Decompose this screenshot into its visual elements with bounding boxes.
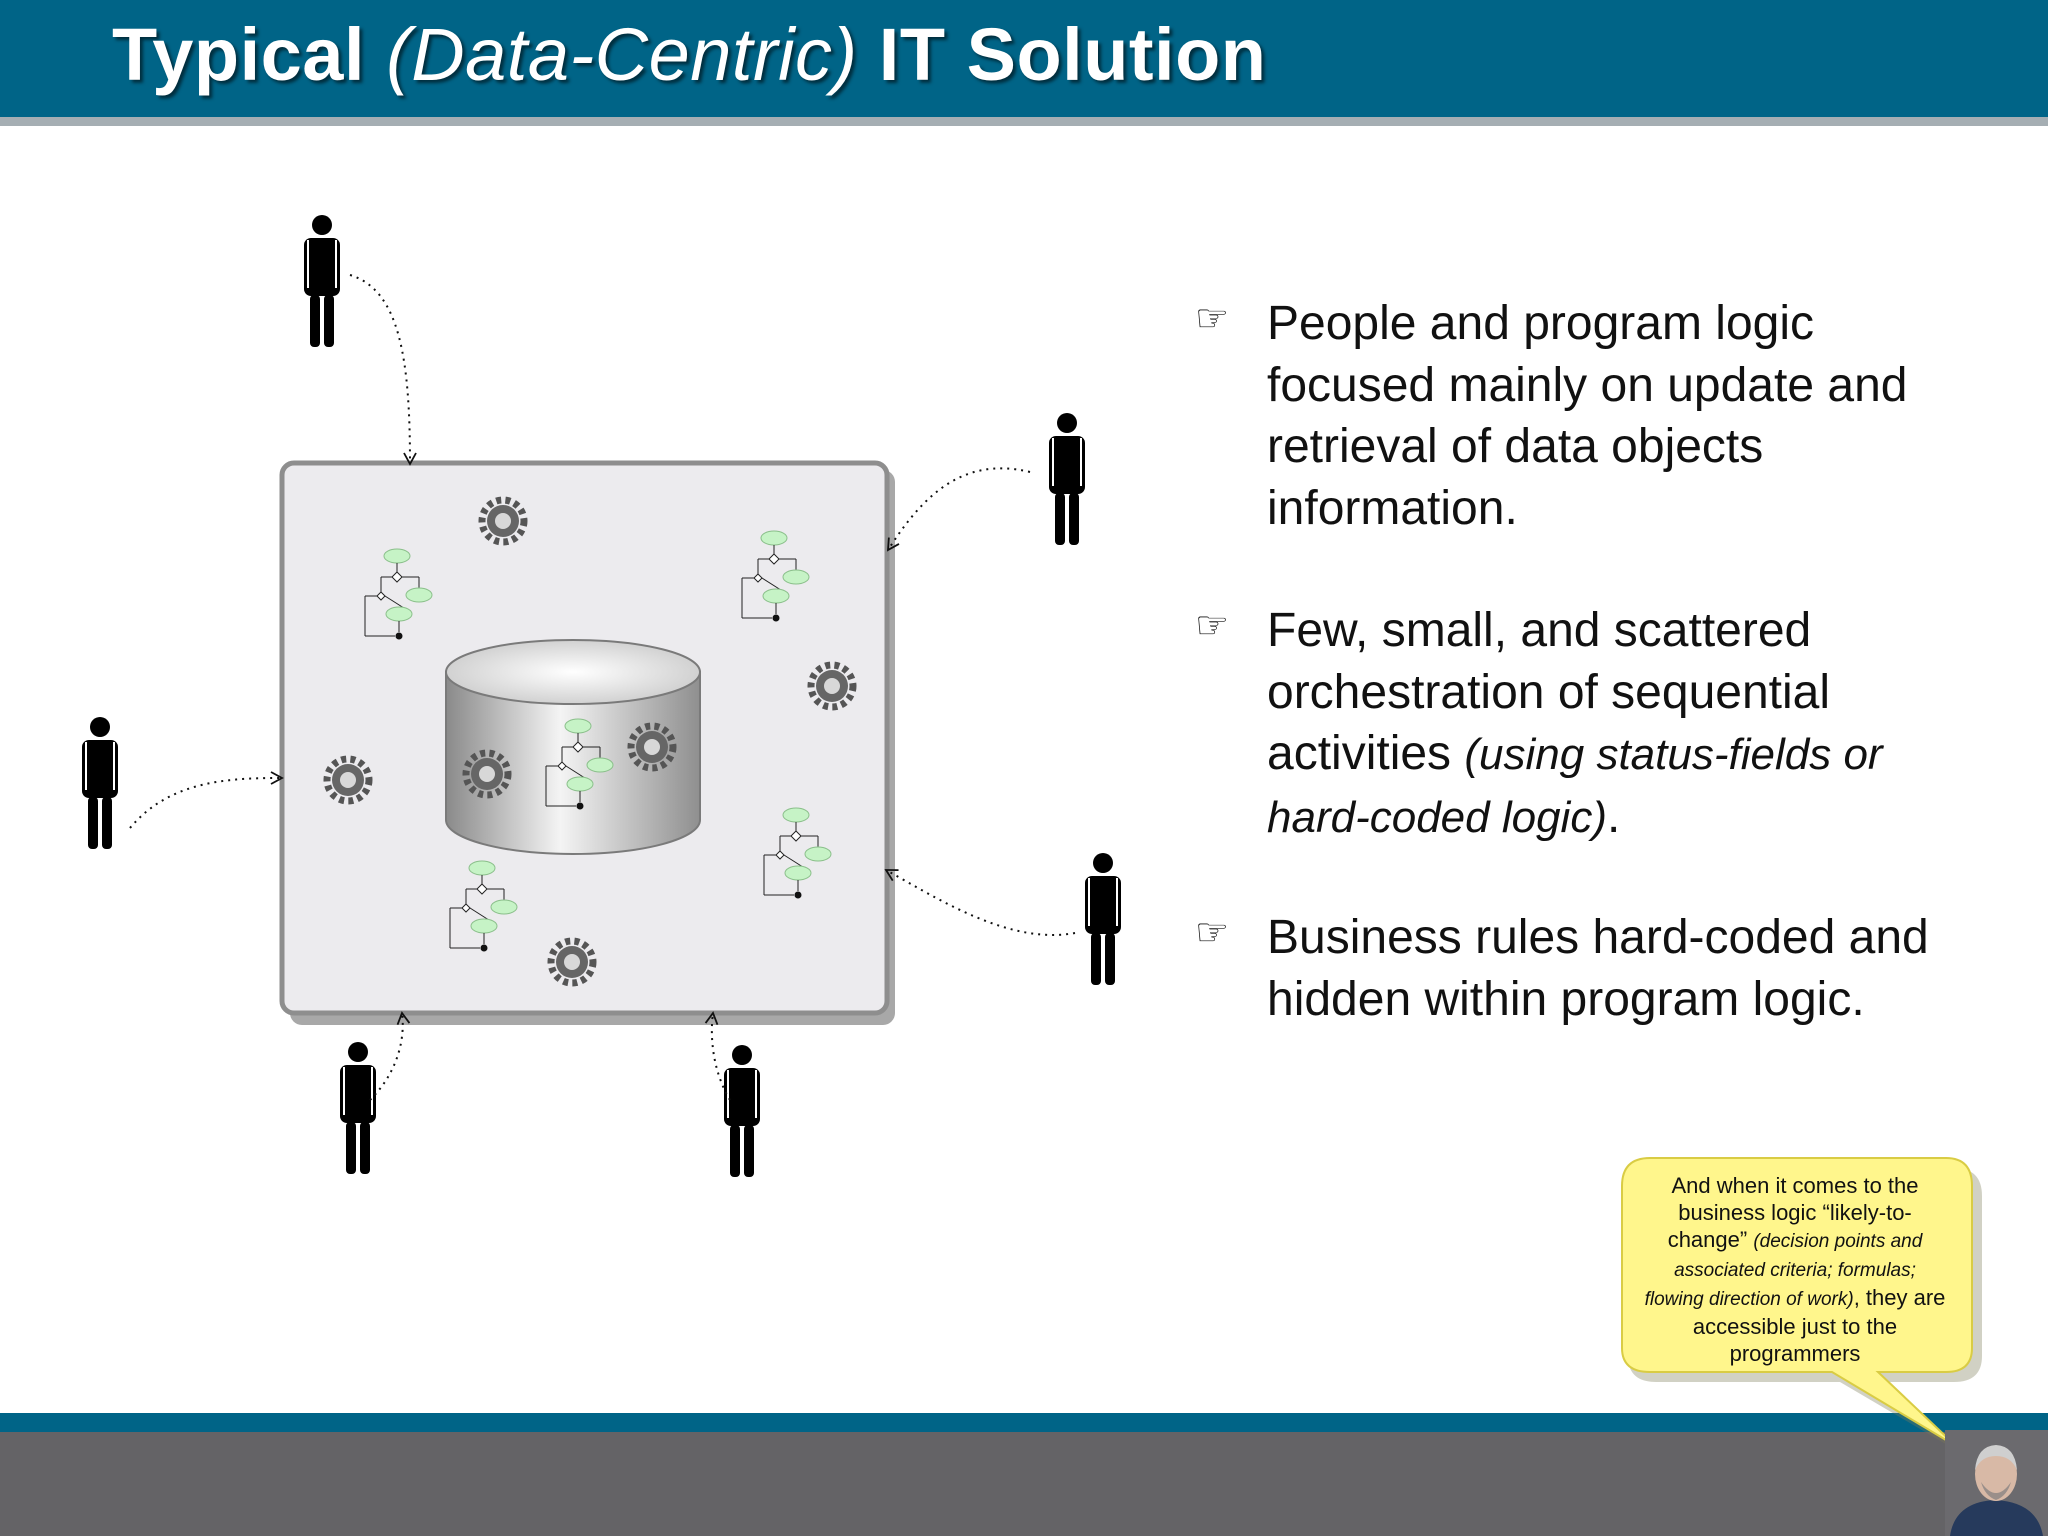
interaction-arrows: [129, 274, 1076, 1101]
bullet-line: Business rules hard-coded and: [1267, 911, 1929, 964]
database-cylinder: [445, 639, 701, 855]
pointing-hand-icon: ☞: [1195, 603, 1230, 647]
pointing-hand-icon: ☞: [1195, 910, 1230, 954]
speech-bubble: [1621, 1157, 1982, 1456]
data-centric-diagram: [82, 215, 1121, 1177]
title-bar-rule: [0, 117, 2048, 126]
presenter-avatar: [1945, 1430, 2048, 1536]
person-icon: [82, 717, 118, 849]
person-icon: [724, 1045, 760, 1177]
person-icon: [1085, 853, 1121, 985]
pointing-hand-icon: ☞: [1195, 296, 1230, 340]
footer-bar: [0, 1432, 2048, 1536]
bullet-line: activities (using status-fields or: [1267, 727, 1883, 780]
slide-title: Typical (Data-Centric) IT Solution: [112, 13, 1267, 96]
bullet-line: information.: [1267, 481, 1518, 535]
bullet-line: hard-coded logic).: [1267, 789, 1621, 843]
bullet-line: People and program logic: [1267, 297, 1815, 350]
person-icon: [340, 1042, 376, 1174]
bullet-item: ☞ People and program logic focused mainl…: [1195, 293, 2015, 539]
bullet-line: focused mainly on update and: [1267, 358, 1908, 412]
person-icon: [1049, 413, 1085, 545]
bullet-line: Few, small, and scattered: [1267, 604, 1812, 657]
footer-band: [0, 1413, 2048, 1432]
bullet-line: retrieval of data objects: [1267, 420, 1764, 473]
bullet-item: ☞ Few, small, and scattered orchestratio…: [1195, 600, 2015, 848]
bullet-line: hidden within program logic.: [1267, 972, 1865, 1026]
bullet-item: ☞ Business rules hard-coded and hidden w…: [1195, 907, 2015, 1030]
bullet-line: orchestration of sequential: [1267, 665, 1831, 719]
callout-text: And when it comes to the business logic …: [1644, 1173, 1946, 1366]
person-icon: [304, 215, 340, 347]
title-bar: [0, 0, 2048, 117]
